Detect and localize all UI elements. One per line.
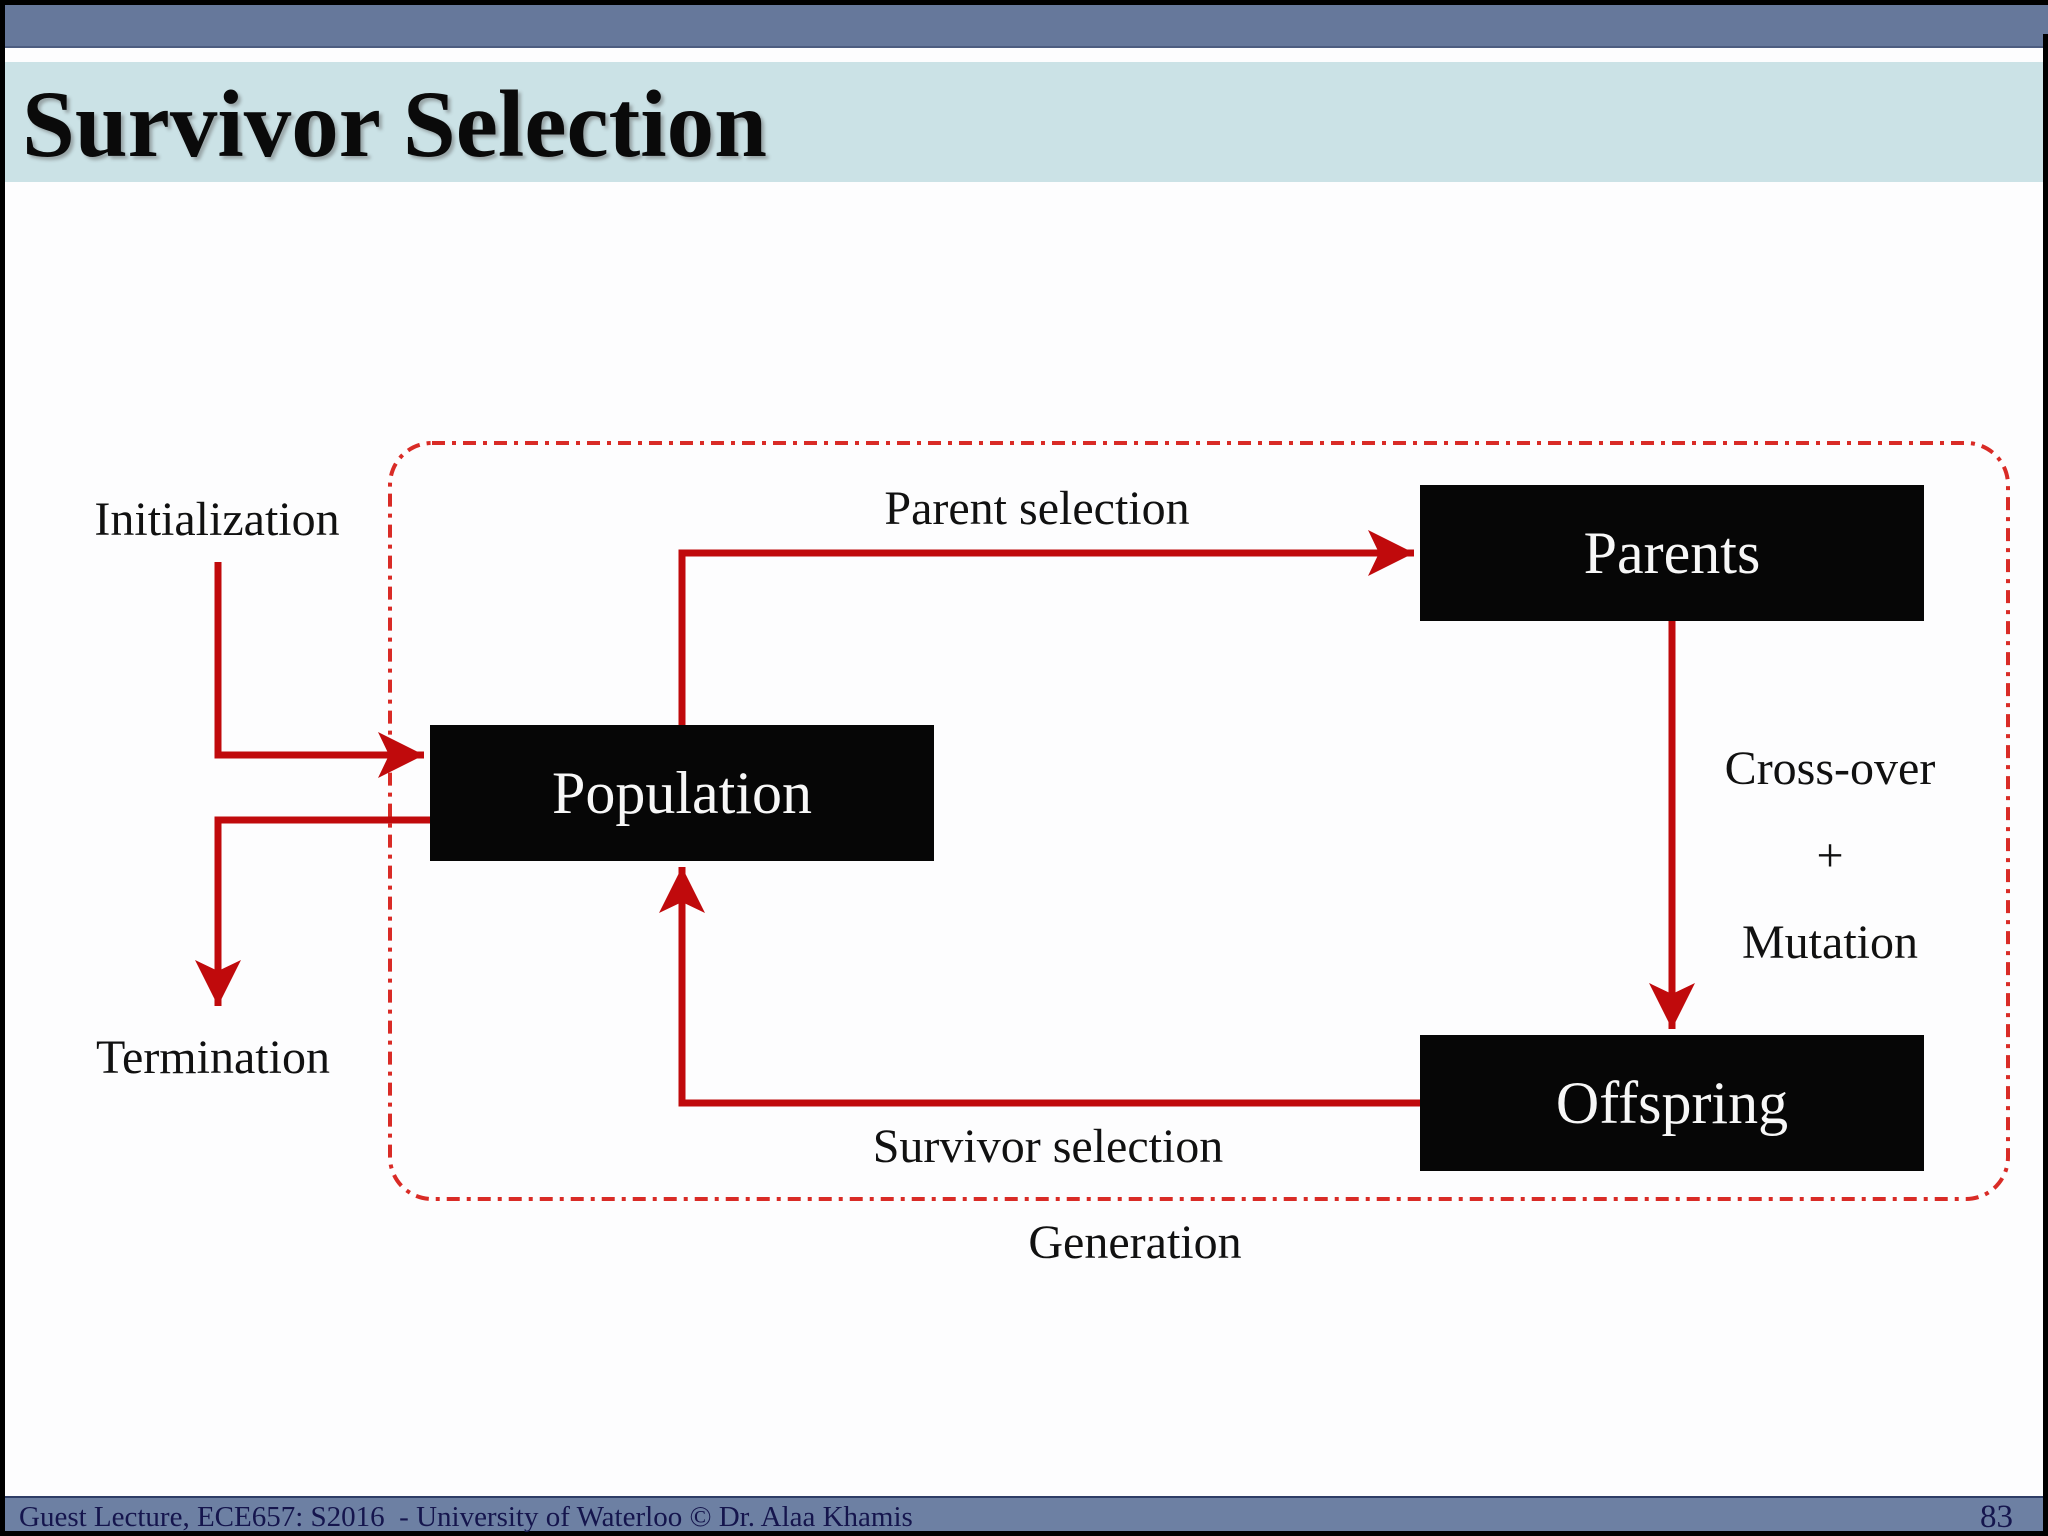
initialization-label: Initialization <box>94 493 340 546</box>
footer-bar: Guest Lecture, ECE657: S2016 - Universit… <box>5 1496 2043 1535</box>
initialization-arrow <box>214 562 424 778</box>
slide-border-left <box>0 0 5 1536</box>
survivor-selection-arrow <box>659 867 1420 1107</box>
slide-border-bottom <box>0 1531 2048 1536</box>
top-black-line <box>0 0 2048 5</box>
population-box: Population <box>430 725 934 861</box>
footer-credit-text: Guest Lecture, ECE657: S2016 - Universit… <box>19 1501 913 1533</box>
population-box-label: Population <box>551 760 812 826</box>
footer-page-number: 83 <box>1980 1499 2013 1535</box>
generation-dashed-border <box>388 441 2010 1201</box>
plus-label-line: + <box>1816 829 1844 882</box>
parent-selection-label: Parent selection <box>884 482 1190 535</box>
parents-box: Parents <box>1420 485 1924 621</box>
parents-box-label: Parents <box>1583 520 1761 586</box>
title-band <box>5 62 2043 182</box>
parent-selection-arrow <box>678 530 1414 725</box>
offspring-box-label: Offspring <box>1555 1070 1789 1136</box>
top-accent-bar <box>0 5 2048 48</box>
termination-arrow <box>195 816 430 1006</box>
slide-border-right <box>2043 34 2048 1536</box>
page-title: Survivor Selection <box>22 71 768 177</box>
generation-label: Generation <box>1028 1216 1242 1269</box>
survivor-selection-label: Survivor selection <box>872 1120 1224 1173</box>
offspring-box: Offspring <box>1420 1035 1924 1171</box>
termination-label: Termination <box>96 1031 330 1084</box>
crossover-mutation-label: Cross-over + Mutation <box>1725 725 1936 986</box>
mutation-label-line: Mutation <box>1741 916 1918 969</box>
crossover-label-line: Cross-over <box>1724 742 1936 795</box>
